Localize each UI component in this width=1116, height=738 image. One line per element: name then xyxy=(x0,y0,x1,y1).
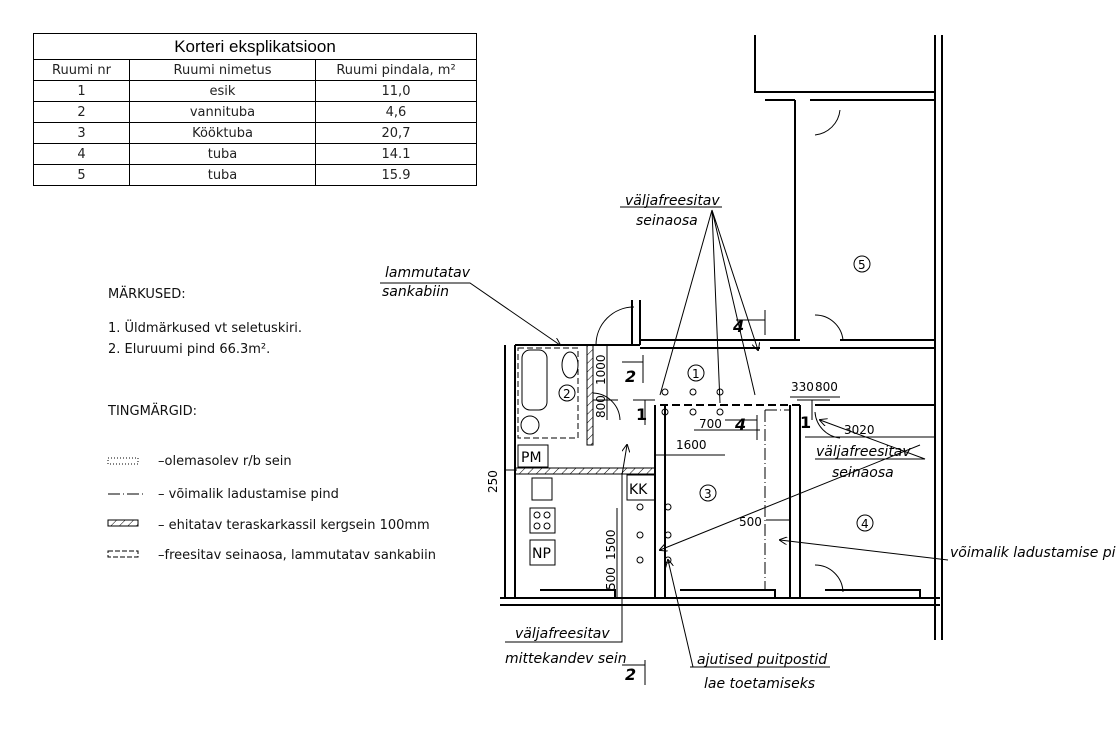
room-number: 4 xyxy=(861,517,869,531)
section-mark: 1 xyxy=(800,413,811,432)
section-mark: 1 xyxy=(636,405,647,424)
callout-label: seinaosa xyxy=(636,213,698,229)
cell: 15.9 xyxy=(315,164,477,186)
callout-label: lae toetamiseks xyxy=(704,676,815,692)
dimension-label: 800 xyxy=(815,380,838,394)
room-marker xyxy=(856,514,874,532)
dimension-label: 330 xyxy=(791,380,814,394)
notes-heading: MÄRKUSED: xyxy=(108,287,186,302)
callout-label: väljafreesitav xyxy=(816,444,911,460)
callout-label: väljafreesitav xyxy=(515,626,610,642)
room-marker xyxy=(687,364,705,382)
pm-box xyxy=(517,444,549,468)
legend-item: –olemasolev r/b sein xyxy=(158,454,292,469)
toilet-icon xyxy=(561,351,579,379)
fixture-kk: KK xyxy=(629,482,648,498)
kk-box xyxy=(626,474,656,501)
sink-icon xyxy=(520,415,540,435)
stove-icon xyxy=(529,507,556,534)
light-wall xyxy=(514,467,656,475)
room-number: 3 xyxy=(704,487,712,501)
dimension-label: 700 xyxy=(699,417,722,431)
table-title: Korteri eksplikatsioon xyxy=(33,33,477,60)
fixture-np: NP xyxy=(532,546,551,562)
note-item: 2. Eluruumi pind 66.3m². xyxy=(108,342,271,357)
walls xyxy=(500,35,943,640)
fixture-pm: PM xyxy=(521,450,542,466)
dimension-lines xyxy=(505,345,935,598)
callout-label: võimalik ladustamise pind xyxy=(950,545,1116,561)
callout-label: ajutised puitpostid xyxy=(697,652,827,668)
room-marker xyxy=(699,484,717,502)
callout-label: lammutatav xyxy=(385,265,471,281)
light-wall-symbol xyxy=(107,519,139,527)
bathroom-cabin xyxy=(517,347,579,439)
dimension-label: 3020 xyxy=(844,423,875,437)
col-header: Ruumi nr xyxy=(33,59,130,81)
dimension-label: 500 xyxy=(604,567,618,590)
stove-burners xyxy=(533,511,551,530)
section-lines xyxy=(622,310,830,685)
bathtub-icon xyxy=(521,349,548,411)
section-mark: 2 xyxy=(625,665,636,684)
callout-label: sankabiin xyxy=(382,284,449,300)
legend-item: –freesitav seinaosa, lammutatav sankabii… xyxy=(158,548,437,563)
section-mark: 4 xyxy=(734,415,746,434)
room-marker xyxy=(853,255,871,273)
callout-label: seinaosa xyxy=(832,465,894,481)
leader-lines xyxy=(380,206,949,668)
dimension-label: 1500 xyxy=(604,529,618,560)
room-number: 5 xyxy=(858,258,866,272)
room-number: 1 xyxy=(692,367,700,381)
dimension-label: 500 xyxy=(739,515,762,529)
section-mark: 4 xyxy=(732,317,744,336)
callout-label: mittekandev sein xyxy=(505,651,627,667)
np-box xyxy=(529,539,556,566)
table-header-row: Ruumi nr Ruumi nimetus Ruumi pindala, m² xyxy=(33,59,477,81)
temporary-posts xyxy=(636,388,724,564)
section-mark: 2 xyxy=(625,367,636,386)
note-item: 1. Üldmärkused vt seletuskiri. xyxy=(108,321,303,336)
light-wall xyxy=(586,344,594,446)
cell: tuba xyxy=(129,143,316,165)
cell: 4,6 xyxy=(315,101,477,123)
legend-item: – ehitatav teraskarkassil kergsein 100mm xyxy=(158,518,430,533)
dimension-label: 250 xyxy=(486,470,500,493)
concrete-wall-symbol xyxy=(107,457,139,465)
callout-label: väljafreesitav xyxy=(625,193,720,209)
dimension-label: 1000 xyxy=(594,354,608,385)
room-marker xyxy=(558,384,576,402)
milled-wall-symbol xyxy=(107,550,139,558)
room-explication-table: Korteri eksplikatsioon Ruumi nr Ruumi ni… xyxy=(33,33,477,186)
legend-symbols xyxy=(107,457,146,558)
doors xyxy=(592,109,844,593)
legend-item: – võimalik ladustamise pind xyxy=(158,487,339,502)
room-number: 2 xyxy=(563,387,571,401)
kitchen-sink-icon xyxy=(531,477,553,501)
dimension-label: 1600 xyxy=(676,438,707,452)
legend-heading: TINGMÄRGID: xyxy=(108,404,198,419)
dimension-label: 800 xyxy=(594,395,608,418)
storage-area-line xyxy=(764,409,790,590)
